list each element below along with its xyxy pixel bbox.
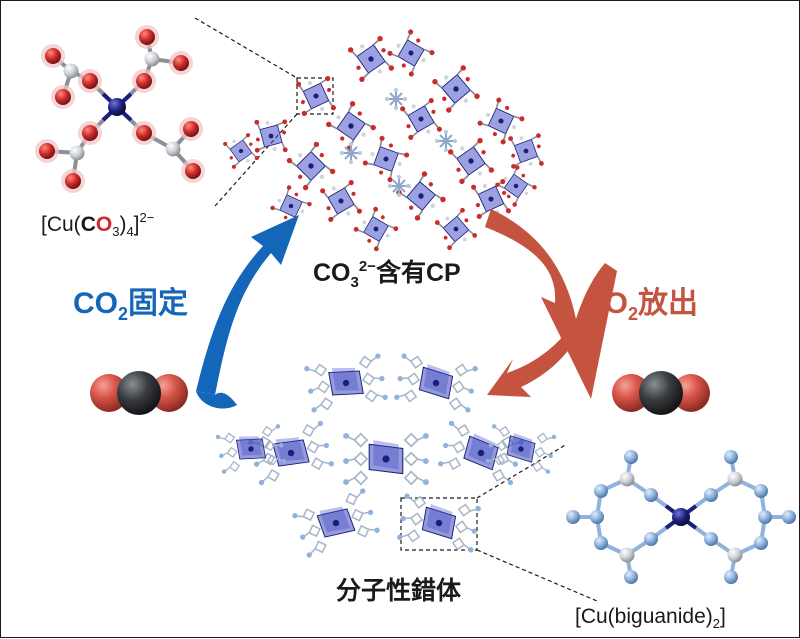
molecular-complex-label: 分子性錯体	[336, 576, 462, 605]
complex-unit-3	[342, 432, 430, 486]
complex-unit-1	[392, 352, 480, 414]
biguanide-complex	[566, 450, 796, 584]
dashed-leader-lines	[194, 17, 598, 602]
co2-release-arrow	[485, 209, 617, 399]
cu-carbonate-complex	[35, 25, 205, 193]
cp-unit-9	[354, 127, 418, 191]
complex-unit-0	[302, 352, 390, 414]
cp-unit-0	[341, 29, 401, 89]
cp-unit-7	[240, 105, 302, 167]
cp-linker-1	[434, 129, 458, 153]
biguanide-complex-label: [Cu(biguanide)2]	[575, 605, 726, 631]
co2-fixation-arrow	[196, 215, 299, 409]
co2-molecule-left	[90, 371, 188, 415]
co2-fixation-label: CO2固定	[73, 286, 188, 324]
co2-release-label: CO2放出	[583, 287, 698, 324]
complex-unit-6	[395, 492, 483, 554]
cp-zoom-box	[296, 77, 334, 115]
cp-unit-3	[428, 61, 484, 117]
cp-unit-16	[431, 204, 481, 254]
complex-unit-5	[290, 486, 382, 560]
molecule-zoom-box	[400, 497, 478, 551]
co2-molecule-right	[612, 371, 710, 415]
cp-unit-1	[382, 24, 440, 82]
cp-unit-13	[393, 168, 449, 224]
cp-unit-8	[285, 140, 337, 192]
cp-unit-12	[312, 172, 370, 230]
cp-linker-3	[339, 141, 363, 165]
cu-carbonate-label: [Cu(CO3)4]2−	[41, 210, 154, 239]
cp-label: CO32−含有CP	[313, 258, 461, 291]
